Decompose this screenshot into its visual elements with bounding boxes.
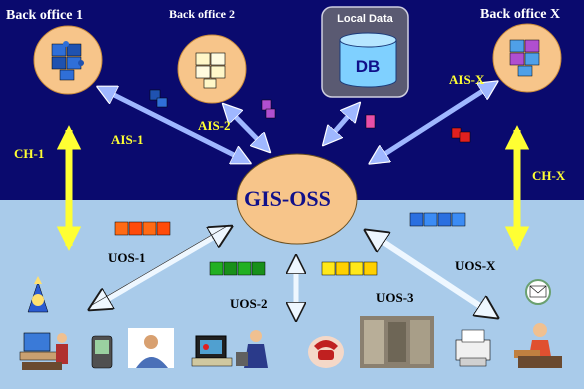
gis-oss-node [236,153,358,245]
back-office-2-label: Back office 2 [169,7,235,21]
db-arrow [325,105,358,143]
phone-icon [308,336,344,368]
puzzle-pieces-icon [195,52,226,89]
ais-2-label: AIS-2 [198,118,231,133]
puzzle-pieces-icon [509,39,540,77]
local-data-box [321,6,409,98]
ais-x-label: AIS-X [449,72,485,87]
puzzle-pieces-icon [365,114,376,129]
wizard-icon [27,276,49,313]
ch-1-label: CH-1 [14,146,45,161]
uos-3-label: UOS-3 [376,290,414,305]
fax-icon [455,329,491,367]
personal-computer-icon [191,335,233,367]
office-worker-icon [514,323,562,368]
puzzle-pieces-icon [149,89,168,108]
engineer-icon [236,330,268,368]
ais-x-arrow [372,83,495,162]
puzzle-pieces-icon [321,261,378,276]
desktop-user-icon [19,332,68,370]
uos-2-label: UOS-2 [230,296,268,311]
back-office-x-label: Back office X [480,7,561,22]
gis-oss-label: GIS-OSS [244,186,331,211]
uos-1-arrow [92,228,229,308]
puzzle-pieces-icon [409,212,466,227]
uos-x-arrow [368,232,495,316]
puzzle-pieces-icon [451,127,471,143]
office-photo [360,316,434,368]
back-office-1-label: Back office 1 [6,8,83,23]
puzzle-pieces-icon [51,41,84,81]
uos-1-label: UOS-1 [108,250,146,265]
pda-icon [91,335,113,369]
puzzle-pieces-icon [114,221,171,236]
ais-2-arrow [225,106,268,150]
puzzle-pieces-icon [209,261,266,276]
puzzle-pieces-icon [261,99,276,119]
ais-1-label: AIS-1 [111,132,144,147]
call-center-agent-icon [128,328,174,368]
envelope-icon [525,279,551,305]
uos-1-arrow-outline [91,224,230,306]
uos-x-label: UOS-X [455,258,496,273]
local-data-label: Local Data [337,13,393,25]
ch-x-label: CH-X [532,168,566,183]
db-label: DB [355,57,381,76]
